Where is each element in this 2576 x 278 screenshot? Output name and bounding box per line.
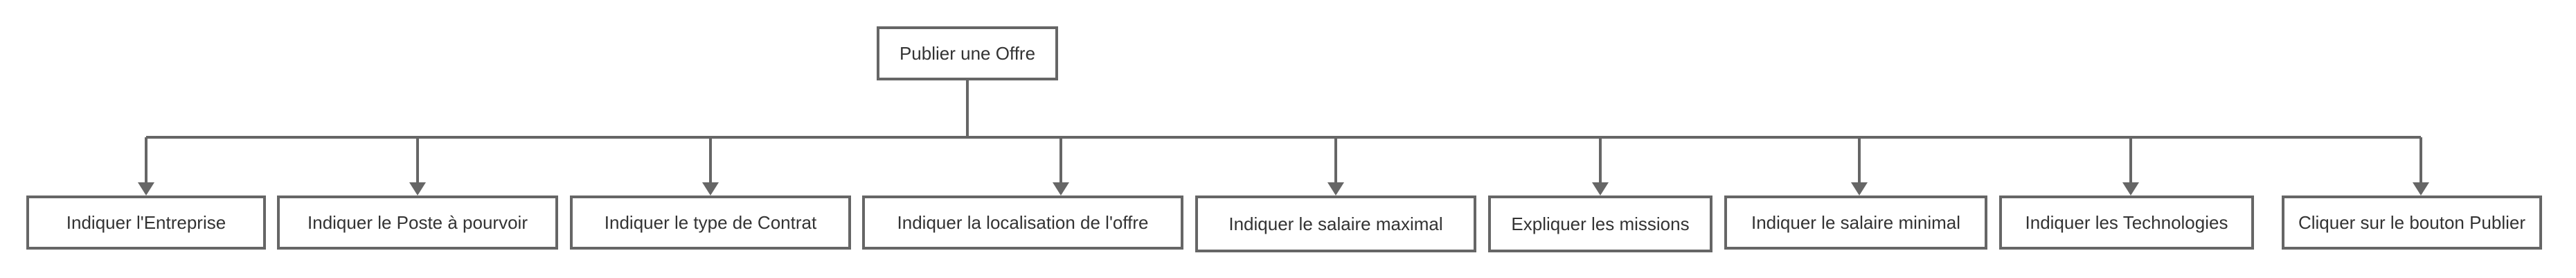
node-indiquer-salaire-maximal[interactable]: Indiquer le salaire maximal — [1195, 196, 1476, 252]
arrowhead-icon — [1327, 182, 1344, 196]
node-label: Indiquer les Technologies — [2025, 211, 2228, 233]
arrowhead-icon — [1053, 182, 1069, 196]
node-label: Expliquer les missions — [1511, 213, 1690, 234]
arrowhead-icon — [138, 182, 154, 196]
node-label: Indiquer le salaire maximal — [1228, 213, 1443, 234]
arrowhead-icon — [409, 182, 426, 196]
node-expliquer-missions[interactable]: Expliquer les missions — [1488, 196, 1712, 252]
node-indiquer-localisation[interactable]: Indiquer la localisation de l'offre — [862, 196, 1183, 250]
node-label: Indiquer le type de Contrat — [604, 211, 817, 233]
node-label: Indiquer la localisation de l'offre — [897, 211, 1149, 233]
arrowhead-icon — [2122, 182, 2139, 196]
node-label: Cliquer sur le bouton Publier — [2298, 211, 2526, 233]
node-indiquer-entreprise[interactable]: Indiquer l'Entreprise — [26, 196, 266, 250]
arrowhead-icon — [1592, 182, 1609, 196]
node-label: Indiquer le Poste à pourvoir — [307, 211, 528, 233]
node-indiquer-salaire-minimal[interactable]: Indiquer le salaire minimal — [1724, 196, 1987, 250]
node-label: Indiquer le salaire minimal — [1751, 211, 1961, 233]
arrowhead-icon — [702, 182, 719, 196]
node-indiquer-technologies[interactable]: Indiquer les Technologies — [1999, 196, 2254, 250]
node-label: Indiquer l'Entreprise — [66, 211, 226, 233]
arrowhead-icon — [2413, 182, 2429, 196]
node-indiquer-type-contrat[interactable]: Indiquer le type de Contrat — [570, 196, 851, 250]
node-indiquer-poste[interactable]: Indiquer le Poste à pourvoir — [277, 196, 558, 250]
root-node-label: Publier une Offre — [899, 42, 1036, 64]
arrowhead-icon — [1851, 182, 1868, 196]
root-node[interactable]: Publier une Offre — [877, 26, 1058, 80]
node-cliquer-bouton-publier[interactable]: Cliquer sur le bouton Publier — [2282, 196, 2542, 250]
